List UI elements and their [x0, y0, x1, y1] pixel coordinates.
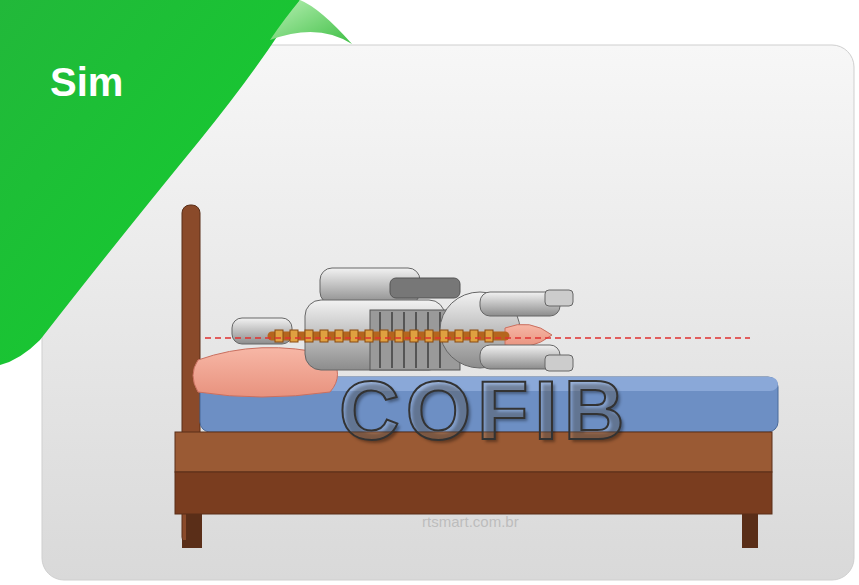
tab-ribbon: Sim	[50, 60, 150, 114]
tab-label: Sim	[50, 60, 150, 105]
watermark: COFIB	[339, 362, 630, 459]
website-credit: rtsmart.com.br	[422, 513, 519, 530]
